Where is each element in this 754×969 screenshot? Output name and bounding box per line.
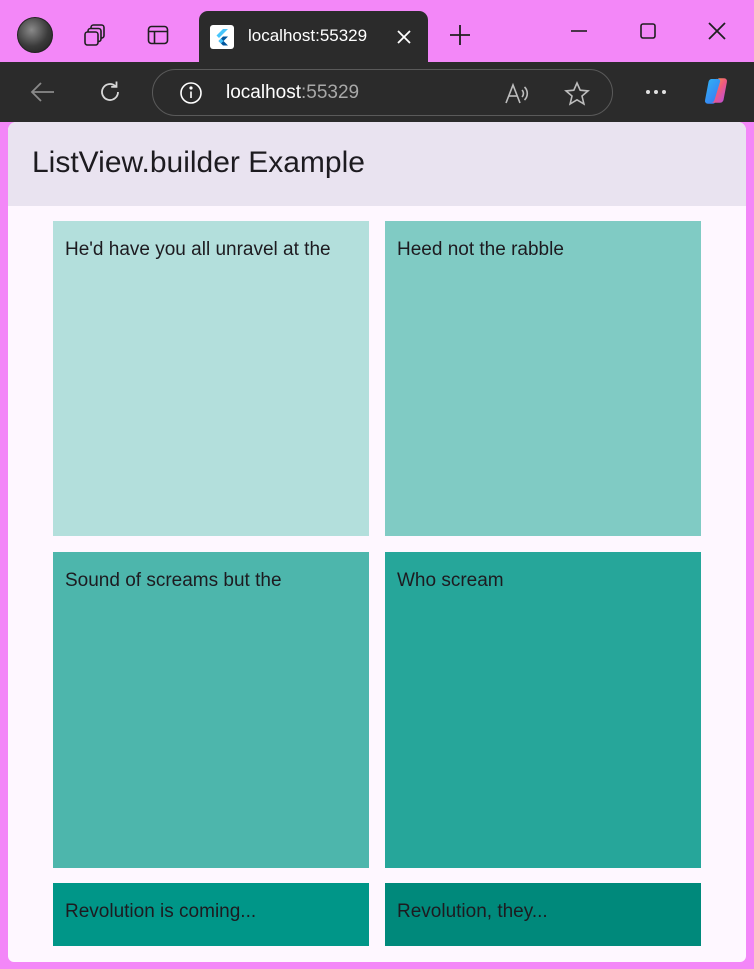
browser-toolbar: localhost:55329: [0, 62, 754, 122]
list-item[interactable]: Heed not the rabble: [385, 221, 701, 536]
read-aloud-icon[interactable]: [501, 78, 533, 110]
list-item[interactable]: He'd have you all unravel at the: [53, 221, 369, 536]
app-bar: ListView.builder Example: [8, 122, 746, 206]
list-item-text: Who scream: [397, 570, 504, 591]
minimize-icon[interactable]: [564, 16, 594, 46]
copilot-icon[interactable]: [702, 75, 734, 107]
flutter-app-page: ListView.builder Example He'd have you a…: [8, 122, 746, 962]
url-host: localhost: [226, 82, 301, 103]
url-text[interactable]: localhost:55329: [226, 82, 359, 104]
url-port: :55329: [301, 82, 360, 103]
list-item-text: Revolution, they...: [397, 901, 548, 922]
list-item[interactable]: Revolution is coming...: [53, 883, 369, 946]
active-tab[interactable]: localhost:55329: [199, 11, 428, 62]
new-tab-icon[interactable]: [446, 21, 474, 49]
tab-actions-icon[interactable]: [143, 20, 173, 50]
back-icon[interactable]: [27, 76, 59, 108]
more-options-icon[interactable]: [640, 76, 672, 108]
list-item[interactable]: Sound of screams but the: [53, 552, 369, 868]
list-item[interactable]: Revolution, they...: [385, 883, 701, 946]
tab-title: localhost:55329: [248, 26, 368, 45]
maximize-icon[interactable]: [633, 16, 663, 46]
close-window-icon[interactable]: [702, 16, 732, 46]
browser-title-bar: localhost:55329: [0, 0, 754, 62]
close-tab-icon[interactable]: [394, 27, 414, 47]
workspaces-icon[interactable]: [80, 20, 110, 50]
refresh-icon[interactable]: [94, 76, 126, 108]
list-item-text: Sound of screams but the: [65, 570, 282, 591]
list-view[interactable]: He'd have you all unravel at the Heed no…: [8, 206, 746, 962]
favorite-star-icon[interactable]: [561, 78, 593, 110]
list-item[interactable]: Who scream: [385, 552, 701, 868]
address-bar[interactable]: localhost:55329: [152, 69, 613, 116]
info-icon[interactable]: [175, 77, 207, 109]
flutter-favicon: [210, 25, 234, 49]
list-item-text: He'd have you all unravel at the: [65, 239, 331, 260]
list-item-text: Heed not the rabble: [397, 239, 564, 260]
profile-avatar[interactable]: [17, 17, 53, 53]
list-item-text: Revolution is coming...: [65, 901, 257, 922]
page-title: ListView.builder Example: [32, 146, 365, 179]
